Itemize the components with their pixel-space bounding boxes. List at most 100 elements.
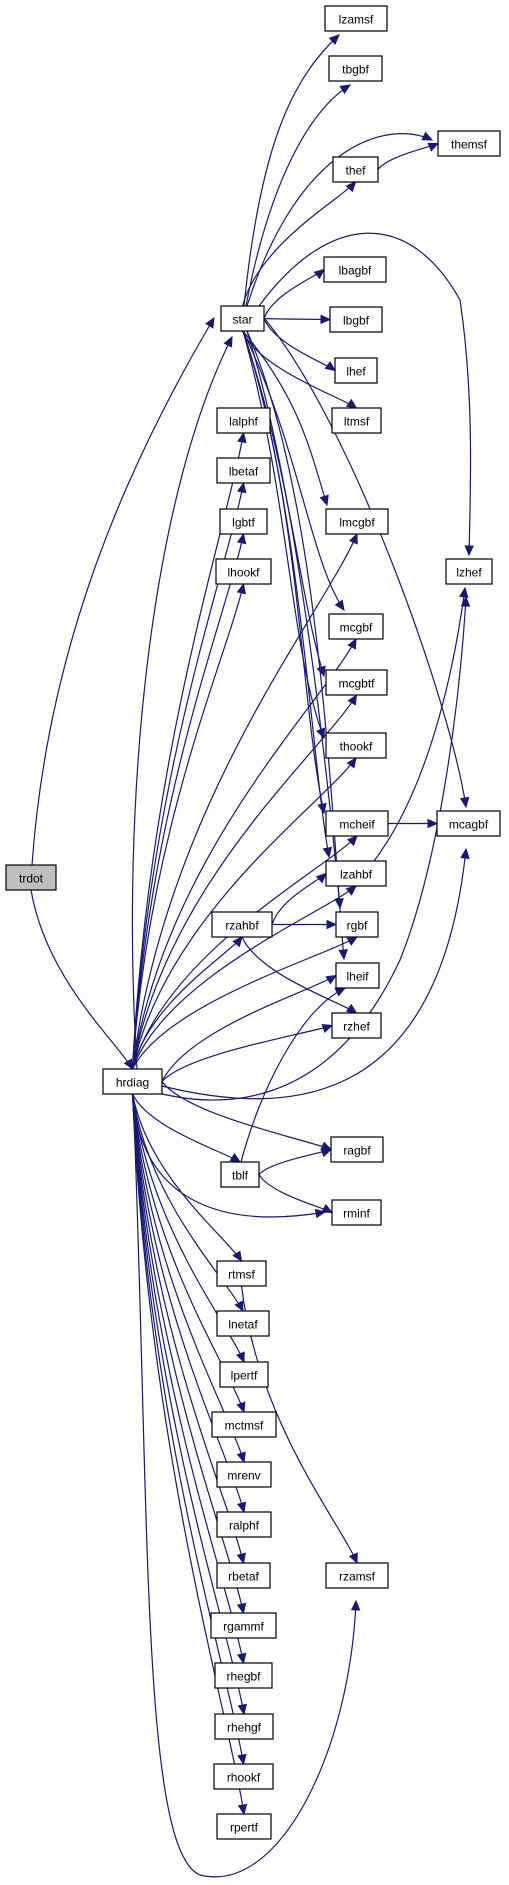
node-lbgbf[interactable]: lbgbf	[329, 306, 383, 333]
edge-hrdiag-to-rzahbf	[131, 936, 243, 1070]
node-lnetaf[interactable]: lnetaf	[216, 1310, 270, 1337]
node-mcagbf[interactable]: mcagbf	[436, 810, 501, 837]
arrowhead-icon	[347, 693, 358, 706]
edge-star-to-lhef	[263, 318, 336, 372]
node-lbetaf[interactable]: lbetaf	[216, 457, 271, 484]
node-label: trdot	[19, 872, 44, 886]
node-thookf[interactable]: thookf	[325, 732, 387, 759]
edge-hrdiag-to-rtmsf	[131, 1093, 243, 1263]
node-hrdiag[interactable]: hrdiag	[102, 1068, 163, 1095]
node-label: lpertf	[231, 1369, 258, 1383]
edge-star-to-mcagbf	[263, 317, 470, 809]
node-themsf[interactable]: themsf	[437, 130, 501, 157]
node-label: lbetaf	[229, 465, 259, 479]
arrowhead-icon	[334, 987, 347, 997]
edge-hrdiag-to-lnetaf	[131, 1093, 244, 1313]
node-label: rzamsf	[339, 1570, 376, 1584]
node-label: mcagbf	[449, 818, 489, 832]
node-star[interactable]: star	[220, 305, 265, 332]
edge-line	[131, 1093, 243, 1262]
node-box	[215, 558, 272, 585]
edge-star-to-mcgbf	[242, 330, 345, 612]
node-tbgbf[interactable]: tbgbf	[328, 55, 383, 82]
edge-line	[258, 1174, 333, 1214]
node-rtmsf[interactable]: rtmsf	[216, 1260, 267, 1287]
edge-star-to-themsf	[246, 131, 434, 307]
node-rminf[interactable]: rminf	[331, 1199, 382, 1226]
node-rgammf[interactable]: rgammf	[210, 1612, 277, 1639]
node-label: thef	[345, 164, 366, 178]
edges-layer	[30, 34, 474, 1878]
node-mcgbf[interactable]: mcgbf	[328, 613, 384, 640]
node-rhehgf[interactable]: rhehgf	[214, 1713, 274, 1740]
node-label: lhef	[346, 365, 366, 379]
node-box	[328, 55, 383, 82]
arrowhead-icon	[236, 1401, 246, 1414]
node-lbagbf[interactable]: lbagbf	[323, 256, 387, 283]
node-rzamsf[interactable]: rzamsf	[325, 1562, 389, 1589]
node-lgbtf[interactable]: lgbtf	[219, 508, 268, 535]
edge-line	[131, 694, 358, 1070]
node-rbetaf[interactable]: rbetaf	[216, 1562, 271, 1589]
node-rhookf[interactable]: rhookf	[213, 1763, 274, 1790]
edge-line	[245, 84, 351, 307]
edge-line	[131, 336, 233, 1070]
node-box	[211, 911, 273, 938]
node-ltmsf[interactable]: ltmsf	[331, 407, 382, 434]
node-label: themsf	[451, 138, 488, 152]
node-box	[331, 1012, 382, 1039]
node-thef[interactable]: thef	[332, 156, 379, 183]
node-mrenv[interactable]: mrenv	[216, 1461, 272, 1488]
node-lmcgbf[interactable]: lmcgbf	[325, 508, 389, 535]
node-label: lnetaf	[228, 1318, 258, 1332]
edge-star-to-thef	[241, 181, 357, 307]
arrowhead-icon	[237, 481, 247, 494]
node-label: rhookf	[227, 1771, 261, 1785]
node-box	[335, 911, 379, 938]
node-trdot[interactable]: trdot	[5, 864, 57, 891]
node-label: ltmsf	[344, 415, 370, 429]
node-tblf[interactable]: tblf	[220, 1161, 260, 1188]
edge-line	[131, 1093, 245, 1413]
node-mctmsf[interactable]: mctmsf	[211, 1411, 277, 1438]
node-label: rgammf	[223, 1620, 264, 1634]
node-lalphf[interactable]: lalphf	[216, 407, 271, 434]
node-ralphf[interactable]: ralphf	[216, 1511, 272, 1538]
node-box	[210, 1612, 277, 1639]
edge-hrdiag-to-lzhef	[133, 595, 471, 1101]
node-rhegbf[interactable]: rhegbf	[214, 1662, 273, 1689]
arrowhead-icon	[459, 586, 469, 599]
node-lheif[interactable]: lheif	[335, 962, 380, 989]
node-box	[220, 305, 265, 332]
node-lhookf[interactable]: lhookf	[215, 558, 272, 585]
arrowhead-icon	[236, 582, 247, 595]
node-lzhef[interactable]: lzhef	[445, 558, 493, 585]
node-box	[214, 1662, 273, 1689]
node-mcheif[interactable]: mcheif	[325, 810, 389, 837]
nodes-layer: trdot hrdiag star lzamsf tbgbf themsf thef lbag…	[5, 5, 501, 1840]
arrowhead-icon	[321, 1203, 334, 1214]
node-label: tblf	[232, 1169, 249, 1183]
node-lzamsf[interactable]: lzamsf	[324, 5, 388, 32]
node-rpertf[interactable]: rpertf	[216, 1813, 272, 1840]
node-box	[436, 810, 501, 837]
node-lhef[interactable]: lhef	[334, 357, 378, 384]
node-lzahbf[interactable]: lzahbf	[325, 860, 387, 887]
node-lpertf[interactable]: lpertf	[219, 1361, 269, 1388]
edge-line	[133, 596, 467, 1101]
node-rgbf[interactable]: rgbf	[335, 911, 379, 938]
arrowhead-icon	[345, 181, 357, 193]
edge-line	[373, 587, 466, 862]
node-rzahbf[interactable]: rzahbf	[211, 911, 273, 938]
node-ragbf[interactable]: ragbf	[330, 1136, 384, 1163]
edge-rzahbf-to-lzahbf	[271, 872, 327, 925]
node-rzhef[interactable]: rzhef	[331, 1012, 382, 1039]
node-mcgbtf[interactable]: mcgbtf	[325, 669, 388, 696]
node-label: lzamsf	[339, 13, 374, 27]
arrowhead-icon	[348, 1552, 358, 1565]
arrowhead-icon	[236, 532, 247, 545]
edge-hrdiag-to-thookf	[131, 757, 357, 1070]
node-label: lbgbf	[343, 314, 370, 328]
arrowhead-icon	[321, 1023, 334, 1034]
